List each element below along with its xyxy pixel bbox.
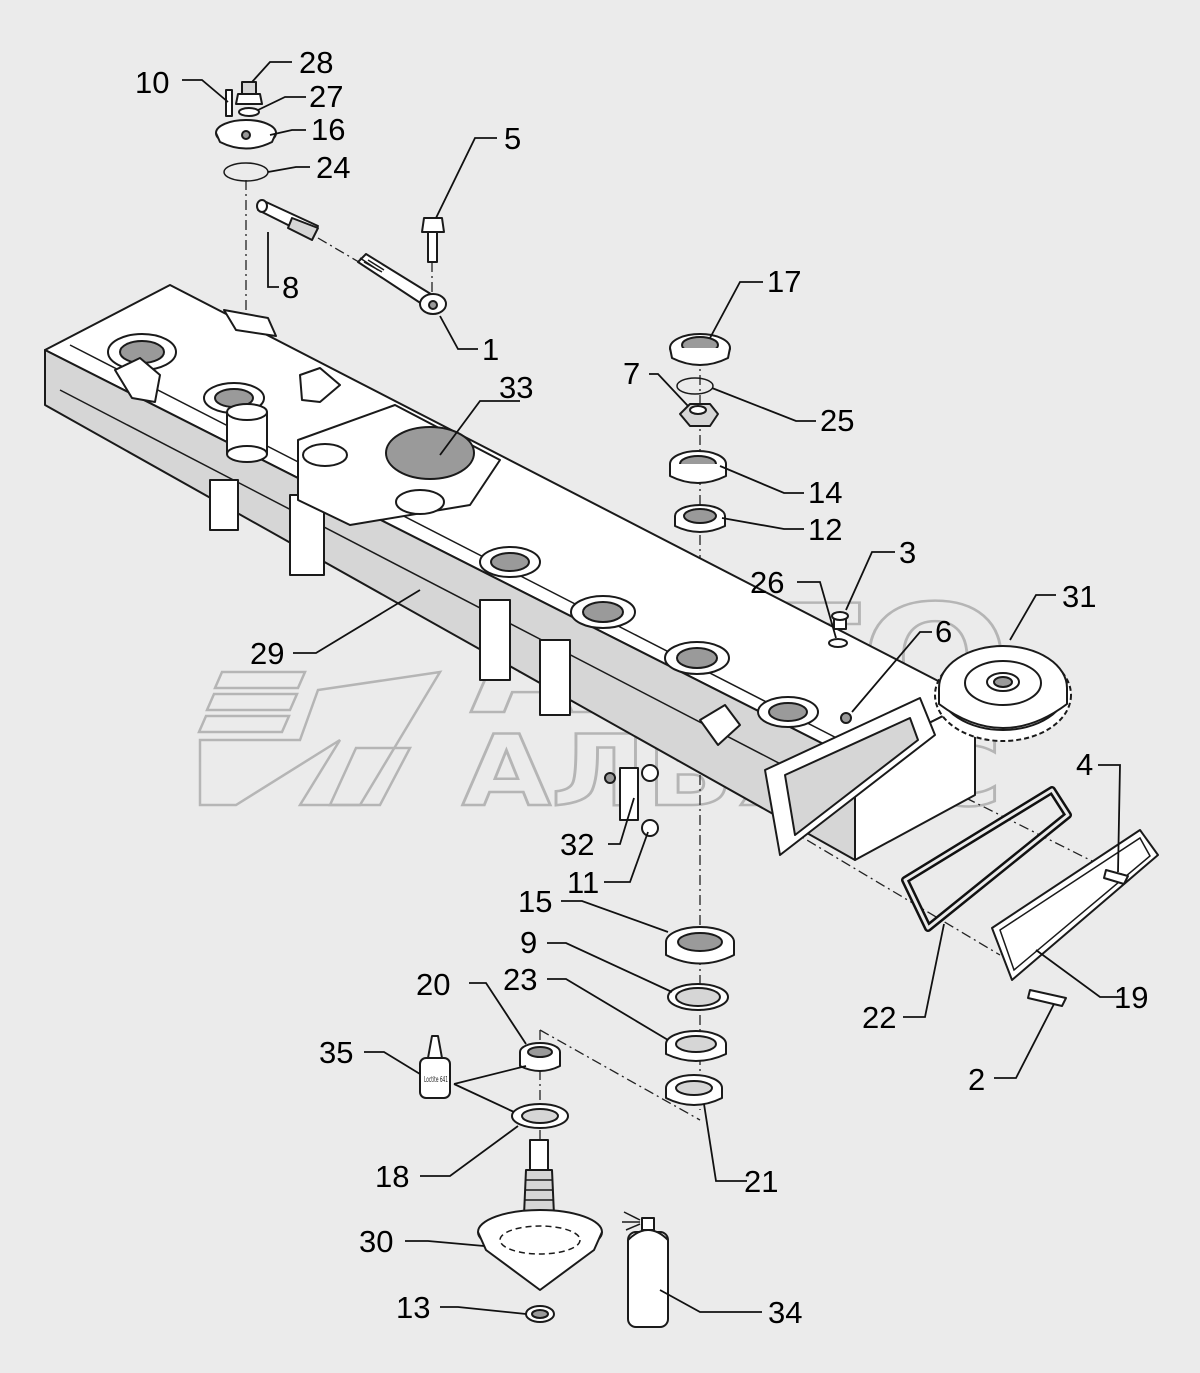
part-washer-18 xyxy=(511,1103,569,1129)
callout-2: 2 xyxy=(968,1062,985,1097)
part-spray-34 xyxy=(622,1211,669,1328)
callout-24: 24 xyxy=(316,150,350,185)
part-right-upper-stack xyxy=(669,333,731,533)
part-loctite-35: Loctite 641 xyxy=(419,1035,451,1099)
part-spindle-30 xyxy=(477,1139,603,1291)
callout-labels: 10 28 27 16 24 8 5 1 33 17 7 25 14 12 3 … xyxy=(135,45,1148,1330)
callout-25: 25 xyxy=(820,403,854,438)
callout-20: 20 xyxy=(416,967,450,1002)
beam-bushing xyxy=(107,333,819,728)
callout-26: 26 xyxy=(750,565,784,600)
callout-32: 32 xyxy=(560,827,594,862)
part-bolt-1 xyxy=(357,253,447,315)
callout-14: 14 xyxy=(808,475,842,510)
part-bolt-5 xyxy=(421,217,445,263)
callout-21: 21 xyxy=(744,1164,778,1199)
callout-29: 29 xyxy=(250,636,284,671)
leader-lines xyxy=(182,61,1123,1315)
part-small-bolt-3-26 xyxy=(828,611,849,648)
part-bushing-20 xyxy=(519,1042,561,1072)
callout-4: 4 xyxy=(1076,747,1093,782)
gearbox-beam xyxy=(44,284,976,861)
loctite-label: Loctite 641 xyxy=(424,1075,448,1084)
part-gasket-22 xyxy=(901,786,1072,932)
callout-16: 16 xyxy=(311,112,345,147)
callout-10: 10 xyxy=(135,65,169,100)
callout-15: 15 xyxy=(518,884,552,919)
callout-34: 34 xyxy=(768,1295,802,1330)
watermark-logo xyxy=(197,670,443,807)
callout-23: 23 xyxy=(503,962,537,997)
part-pin-8 xyxy=(256,199,319,241)
callout-18: 18 xyxy=(375,1159,409,1194)
callout-9: 9 xyxy=(520,925,537,960)
callout-28: 28 xyxy=(299,45,333,80)
callout-30: 30 xyxy=(359,1224,393,1259)
callout-6: 6 xyxy=(935,614,952,649)
callout-31: 31 xyxy=(1062,579,1096,614)
callout-17: 17 xyxy=(767,264,801,299)
callout-19: 19 xyxy=(1114,980,1148,1015)
part-lower-stack xyxy=(665,926,735,1106)
callout-12: 12 xyxy=(808,512,842,547)
part-top-stack xyxy=(215,81,277,182)
callout-22: 22 xyxy=(862,1000,896,1035)
part-gear-31 xyxy=(934,645,1072,742)
callout-33: 33 xyxy=(499,370,533,405)
callout-5: 5 xyxy=(504,121,521,156)
part-ring-13 xyxy=(525,1305,555,1323)
part-cover-19 xyxy=(991,829,1159,1007)
callout-35: 35 xyxy=(319,1035,353,1070)
callout-8: 8 xyxy=(282,270,299,305)
callout-13: 13 xyxy=(396,1290,430,1325)
callout-11: 11 xyxy=(567,865,599,900)
callout-1: 1 xyxy=(482,332,499,367)
callout-27: 27 xyxy=(309,79,343,114)
callout-3: 3 xyxy=(899,535,916,570)
callout-7: 7 xyxy=(623,356,640,391)
